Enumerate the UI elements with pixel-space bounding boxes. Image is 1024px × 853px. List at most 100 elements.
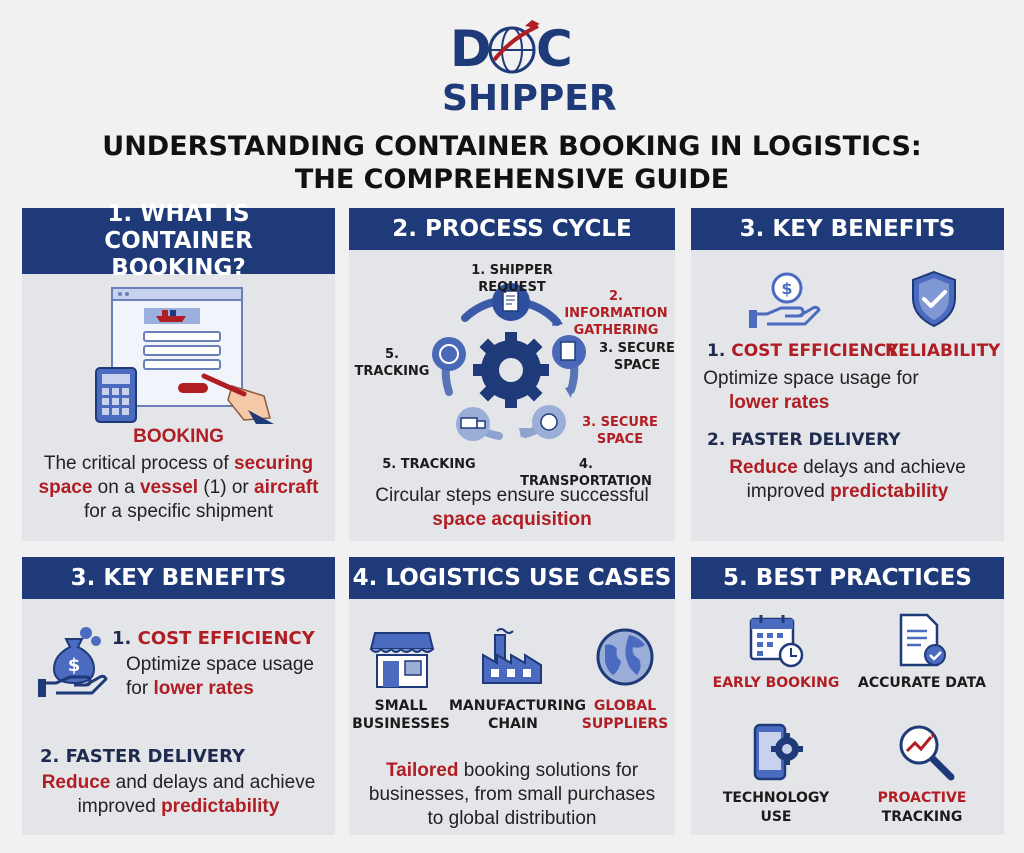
cost-description: Optimize space usage for lower rates [126, 653, 336, 701]
label-line: BUSINESSES [352, 716, 450, 732]
step-label-line: 3. SECURE [582, 415, 658, 430]
use-case-global-suppliers: GLOBAL SUPPLIERS [575, 697, 675, 733]
label-line: GLOBAL [593, 698, 657, 714]
document-check-icon [899, 613, 946, 667]
step-label-line: 2. INFORMATION [564, 289, 668, 321]
desc-text: The critical process of [43, 453, 234, 474]
desc-highlight: lower rates [729, 392, 830, 413]
cost-efficiency-label: 1. COST EFFICIENCY [112, 628, 315, 649]
panel-title: 2. PROCESS CYCLE [349, 208, 675, 250]
page-title-line1: UNDERSTANDING CONTAINER BOOKING IN LOGIS… [102, 131, 922, 162]
desc-text: booking solutions for [458, 760, 639, 781]
panel-title-text: 5. BEST PRACTICES [723, 565, 972, 591]
magnifier-chart-icon [899, 725, 955, 781]
accurate-data-label: ACCURATE DATA [858, 675, 986, 691]
panel-title: 5. BEST PRACTICES [691, 557, 1004, 599]
desc-text: Optimize space usage [126, 654, 314, 675]
panel-key-benefits-top: 3. KEY BENEFITS $ 1. COST EFFICIENCY REL… [691, 208, 1004, 541]
step-label-line: SPACE [596, 432, 644, 447]
coin-bag-hand-icon: $ [38, 627, 108, 697]
desc-text: for a specific shipment [83, 501, 274, 522]
desc-text: businesses, from small purchases [368, 784, 656, 805]
desc-text: improved [746, 481, 831, 502]
page-title: UNDERSTANDING CONTAINER BOOKING IN LOGIS… [0, 130, 1024, 196]
label-line: USE [760, 809, 792, 825]
step-label-line: 3. SECURE [599, 341, 675, 356]
desc-highlight: vessel [139, 477, 199, 498]
use-case-small-businesses: SMALL BUSINESSES [349, 697, 453, 733]
desc-highlight: space [38, 477, 93, 498]
step-label-line: 5. TRACKING [382, 457, 476, 472]
panel-best-practices: 5. BEST PRACTICES EARLY BOOKING ACCURATE… [691, 557, 1004, 835]
step-tracking-bottom: 5. TRACKING [379, 456, 479, 473]
panel-process-cycle: 2. PROCESS CYCLE [349, 208, 675, 541]
storefront-icon [369, 632, 435, 688]
step-label-line: TRACKING [354, 364, 430, 379]
label-line: TECHNOLOGY [722, 790, 830, 806]
panel-what-is-booking: 1. WHAT IS CONTAINER BOOKING? BOOKING Th… [22, 201, 335, 541]
desc-highlight: predictability [161, 796, 280, 817]
faster-delivery-label: 2. FASTER DELIVERY [40, 746, 245, 767]
desc-highlight: Reduce [729, 457, 798, 478]
label-number: 1. [707, 341, 726, 361]
process-cycle-diagram [432, 283, 586, 441]
panel-key-benefits-bottom: 3. KEY BENEFITS $ 1. COST EFFICIENCY Opt… [22, 557, 335, 835]
desc-text: and delays and achieve [110, 772, 316, 793]
panel-title: 3. KEY BENEFITS [22, 557, 335, 599]
desc-text: on a [92, 477, 140, 498]
factory-icon [482, 628, 542, 684]
coin-hand-icon: $ [749, 272, 821, 328]
desc-text: Circular steps ensure successful [375, 485, 649, 506]
shield-check-icon [912, 270, 956, 328]
desc-highlight: securing [233, 453, 314, 474]
desc-highlight: predictability [830, 481, 949, 502]
faster-description: Reduce delays and achieve improved predi… [691, 456, 1004, 504]
panel-title: 3. KEY BENEFITS [691, 208, 1004, 250]
label-number: 1. [112, 628, 132, 649]
gear-icon [473, 332, 549, 408]
booking-label: BOOKING [133, 426, 224, 447]
step-secure-space: 3. SECURE SPACE [599, 340, 675, 374]
panel-title: 4. LOGISTICS USE CASES [349, 557, 675, 599]
label-line: MANUFACTURING [449, 698, 587, 714]
cost-efficiency-label: 1. COST EFFICIENCY [707, 341, 899, 361]
step-label-line: 5. [385, 347, 399, 362]
process-description: Circular steps ensure successful space a… [349, 484, 675, 532]
step-transportation: 4. TRANSPORTATION [520, 457, 652, 489]
panel-title-text: 3. KEY BENEFITS [70, 565, 287, 591]
docshipper-logo: DOC SHIPPER [430, 6, 617, 124]
panel-title-text: 3. KEY BENEFITS [739, 216, 956, 242]
svg-text:$: $ [781, 279, 792, 298]
calendar-clock-icon [749, 615, 804, 668]
cost-description: Optimize space usage for lower rates [691, 367, 931, 415]
globe-plane-icon [488, 20, 540, 74]
label-line: TRACKING [881, 809, 963, 825]
reliability-label: RELIABILITY [885, 341, 1001, 361]
step-secure-space-alt: 3. SECURE SPACE [577, 414, 663, 448]
booking-form-icon [95, 287, 274, 424]
label-text: COST EFFICIENCY [137, 628, 315, 649]
booking-description: The critical process of securing space o… [22, 452, 335, 524]
step-information-gathering: 2. INFORMATION GATHERING [557, 288, 675, 339]
desc-text: (1) or [198, 477, 255, 498]
svg-text:$: $ [68, 655, 81, 676]
step-label-line: SPACE [613, 358, 661, 373]
step-label-line: GATHERING [573, 323, 659, 338]
logo-shipper-text: SHIPPER [442, 78, 617, 119]
page-title-line2: THE COMPREHENSIVE GUIDE [294, 164, 730, 195]
step-shipper-request: 1. SHIPPER REQUEST [471, 263, 553, 295]
panel-title-text: 1. WHAT IS CONTAINER BOOKING? [104, 200, 253, 281]
desc-text: delays and achieve [797, 457, 966, 478]
globe-icon [596, 628, 654, 686]
faster-description: Reduce and delays and achieve improved p… [22, 771, 335, 819]
label-text: COST EFFICIENCY [731, 341, 899, 361]
early-booking-label: EARLY BOOKING [712, 675, 840, 691]
label-line: PROACTIVE [877, 790, 967, 806]
desc-highlight: space acquisition [432, 509, 592, 530]
desc-text: for [126, 678, 154, 699]
use-case-manufacturing: MANUFACTURING CHAIN [449, 697, 587, 733]
panel-title-text: 4. LOGISTICS USE CASES [352, 565, 672, 591]
panel-title: 1. WHAT IS CONTAINER BOOKING? [22, 201, 335, 281]
use-cases-description: Tailored booking solutions for businesse… [349, 759, 675, 831]
desc-highlight: lower rates [153, 678, 254, 699]
